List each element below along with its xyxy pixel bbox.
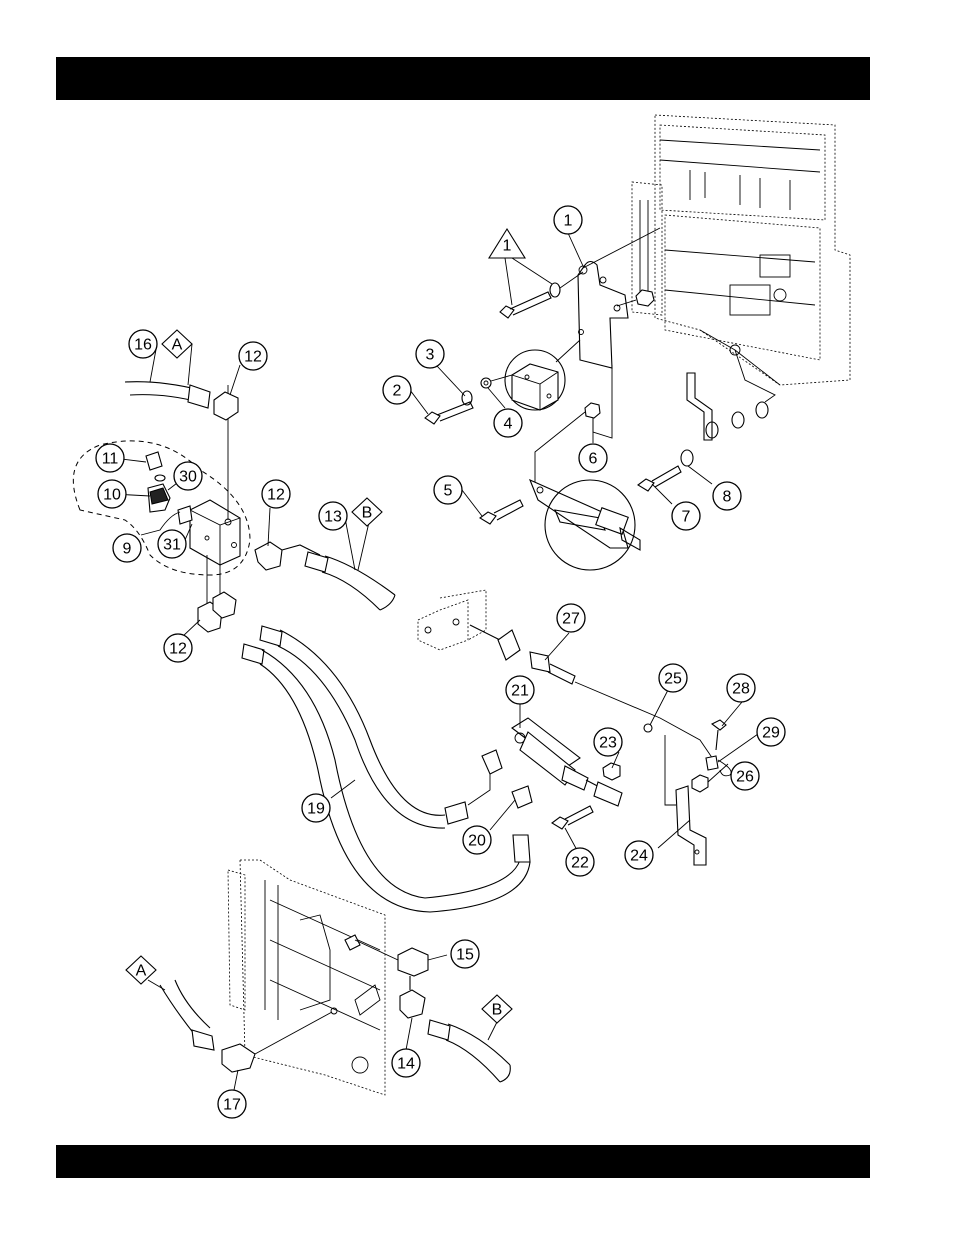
callout-c29: 29	[757, 718, 785, 746]
callout-label: 26	[736, 769, 754, 786]
callout-c31: 31	[158, 530, 186, 558]
callout-label: 6	[589, 451, 598, 468]
bracket-part-24	[665, 735, 708, 865]
bolt-part-7	[638, 350, 775, 491]
callout-c27: 27	[557, 604, 585, 632]
callout-label: 17	[223, 1097, 241, 1114]
callout-label: 13	[324, 509, 342, 526]
callout-label: 15	[456, 947, 474, 964]
hose-b-bottom	[428, 1020, 510, 1082]
marker-label: 1	[503, 238, 512, 255]
callout-label: 20	[468, 833, 486, 850]
callout-label: 8	[723, 489, 732, 506]
hose-13	[282, 545, 395, 610]
callout-c26: 26	[731, 762, 759, 790]
callout-label: 12	[244, 349, 262, 366]
callout-label: 16	[134, 337, 152, 354]
callout-c5: 5	[434, 476, 462, 504]
callout-c23: 23	[594, 728, 622, 756]
callout-c25: 25	[659, 664, 687, 692]
callout-label: 9	[123, 541, 132, 558]
hose-a-bottom	[160, 980, 337, 1072]
callout-c19: 19	[302, 794, 330, 822]
callout-label: 12	[169, 641, 187, 658]
callout-c28: 28	[727, 674, 755, 702]
callout-c6: 6	[579, 444, 607, 472]
callout-layer: 1234567891011121212131415161719202122232…	[96, 206, 785, 1118]
callout-label: 19	[307, 801, 325, 818]
callout-c30: 30	[174, 462, 202, 490]
callout-label: 21	[511, 683, 529, 700]
callout-label: 25	[664, 671, 682, 688]
callout-c11: 11	[96, 444, 124, 472]
callout-c9: 9	[113, 534, 141, 562]
callout-label: 24	[630, 848, 648, 865]
callout-c8: 8	[713, 482, 741, 510]
callout-c7: 7	[672, 502, 700, 530]
callout-c4: 4	[494, 409, 522, 437]
marker-diamond-b-top: B	[352, 498, 382, 526]
marker-triangle-1: 1	[489, 229, 525, 258]
callout-c3: 3	[416, 340, 444, 368]
callout-c1: 1	[554, 206, 582, 234]
callout-label: 3	[426, 347, 435, 364]
bolt-part-5	[480, 480, 640, 570]
callout-c14: 14	[392, 1049, 420, 1077]
callout-c21: 21	[506, 676, 534, 704]
callout-label: 7	[682, 509, 691, 526]
block-detail-circle	[505, 340, 580, 410]
callout-label: 22	[571, 855, 589, 872]
marker-label: B	[362, 505, 373, 522]
hose-19	[242, 626, 530, 912]
callout-label: 4	[504, 416, 513, 433]
callout-label: 28	[732, 681, 750, 698]
callout-c15: 15	[451, 940, 479, 968]
marker-label: A	[136, 963, 147, 980]
callout-label: 11	[102, 451, 119, 468]
callout-c12a: 12	[239, 342, 267, 370]
marker-diamond-b-bottom: B	[482, 995, 512, 1023]
marker-label: B	[492, 1002, 503, 1019]
bolt-triangle-1	[500, 272, 583, 318]
callout-c12b: 12	[262, 480, 290, 508]
callout-label: 29	[762, 725, 780, 742]
callout-label: 1	[564, 213, 573, 230]
callout-label: 30	[179, 469, 197, 486]
callout-label: 27	[562, 611, 580, 628]
upper-machine-frame	[632, 115, 850, 385]
callout-label: 23	[599, 735, 617, 752]
callout-c24: 24	[625, 841, 653, 869]
callout-label: 2	[393, 383, 402, 400]
callout-c20: 20	[463, 826, 491, 854]
callout-c16: 16	[129, 330, 157, 358]
callout-label: 31	[163, 537, 181, 554]
callout-label: 14	[397, 1056, 415, 1073]
callout-c13: 13	[319, 502, 347, 530]
callout-c22: 22	[566, 848, 594, 876]
tee-part-15	[355, 940, 428, 1018]
hose-16	[125, 382, 210, 408]
marker-diamond-a-bottom: A	[126, 956, 156, 984]
callout-c2: 2	[383, 376, 411, 404]
callout-c10: 10	[98, 480, 126, 508]
callout-label: 5	[444, 483, 453, 500]
marker-diamond-a-top: A	[162, 330, 192, 358]
callout-label: 12	[267, 487, 285, 504]
marker-label: A	[172, 337, 183, 354]
callout-label: 10	[103, 487, 121, 504]
callout-c17: 17	[218, 1090, 246, 1118]
callout-c12c: 12	[164, 634, 192, 662]
